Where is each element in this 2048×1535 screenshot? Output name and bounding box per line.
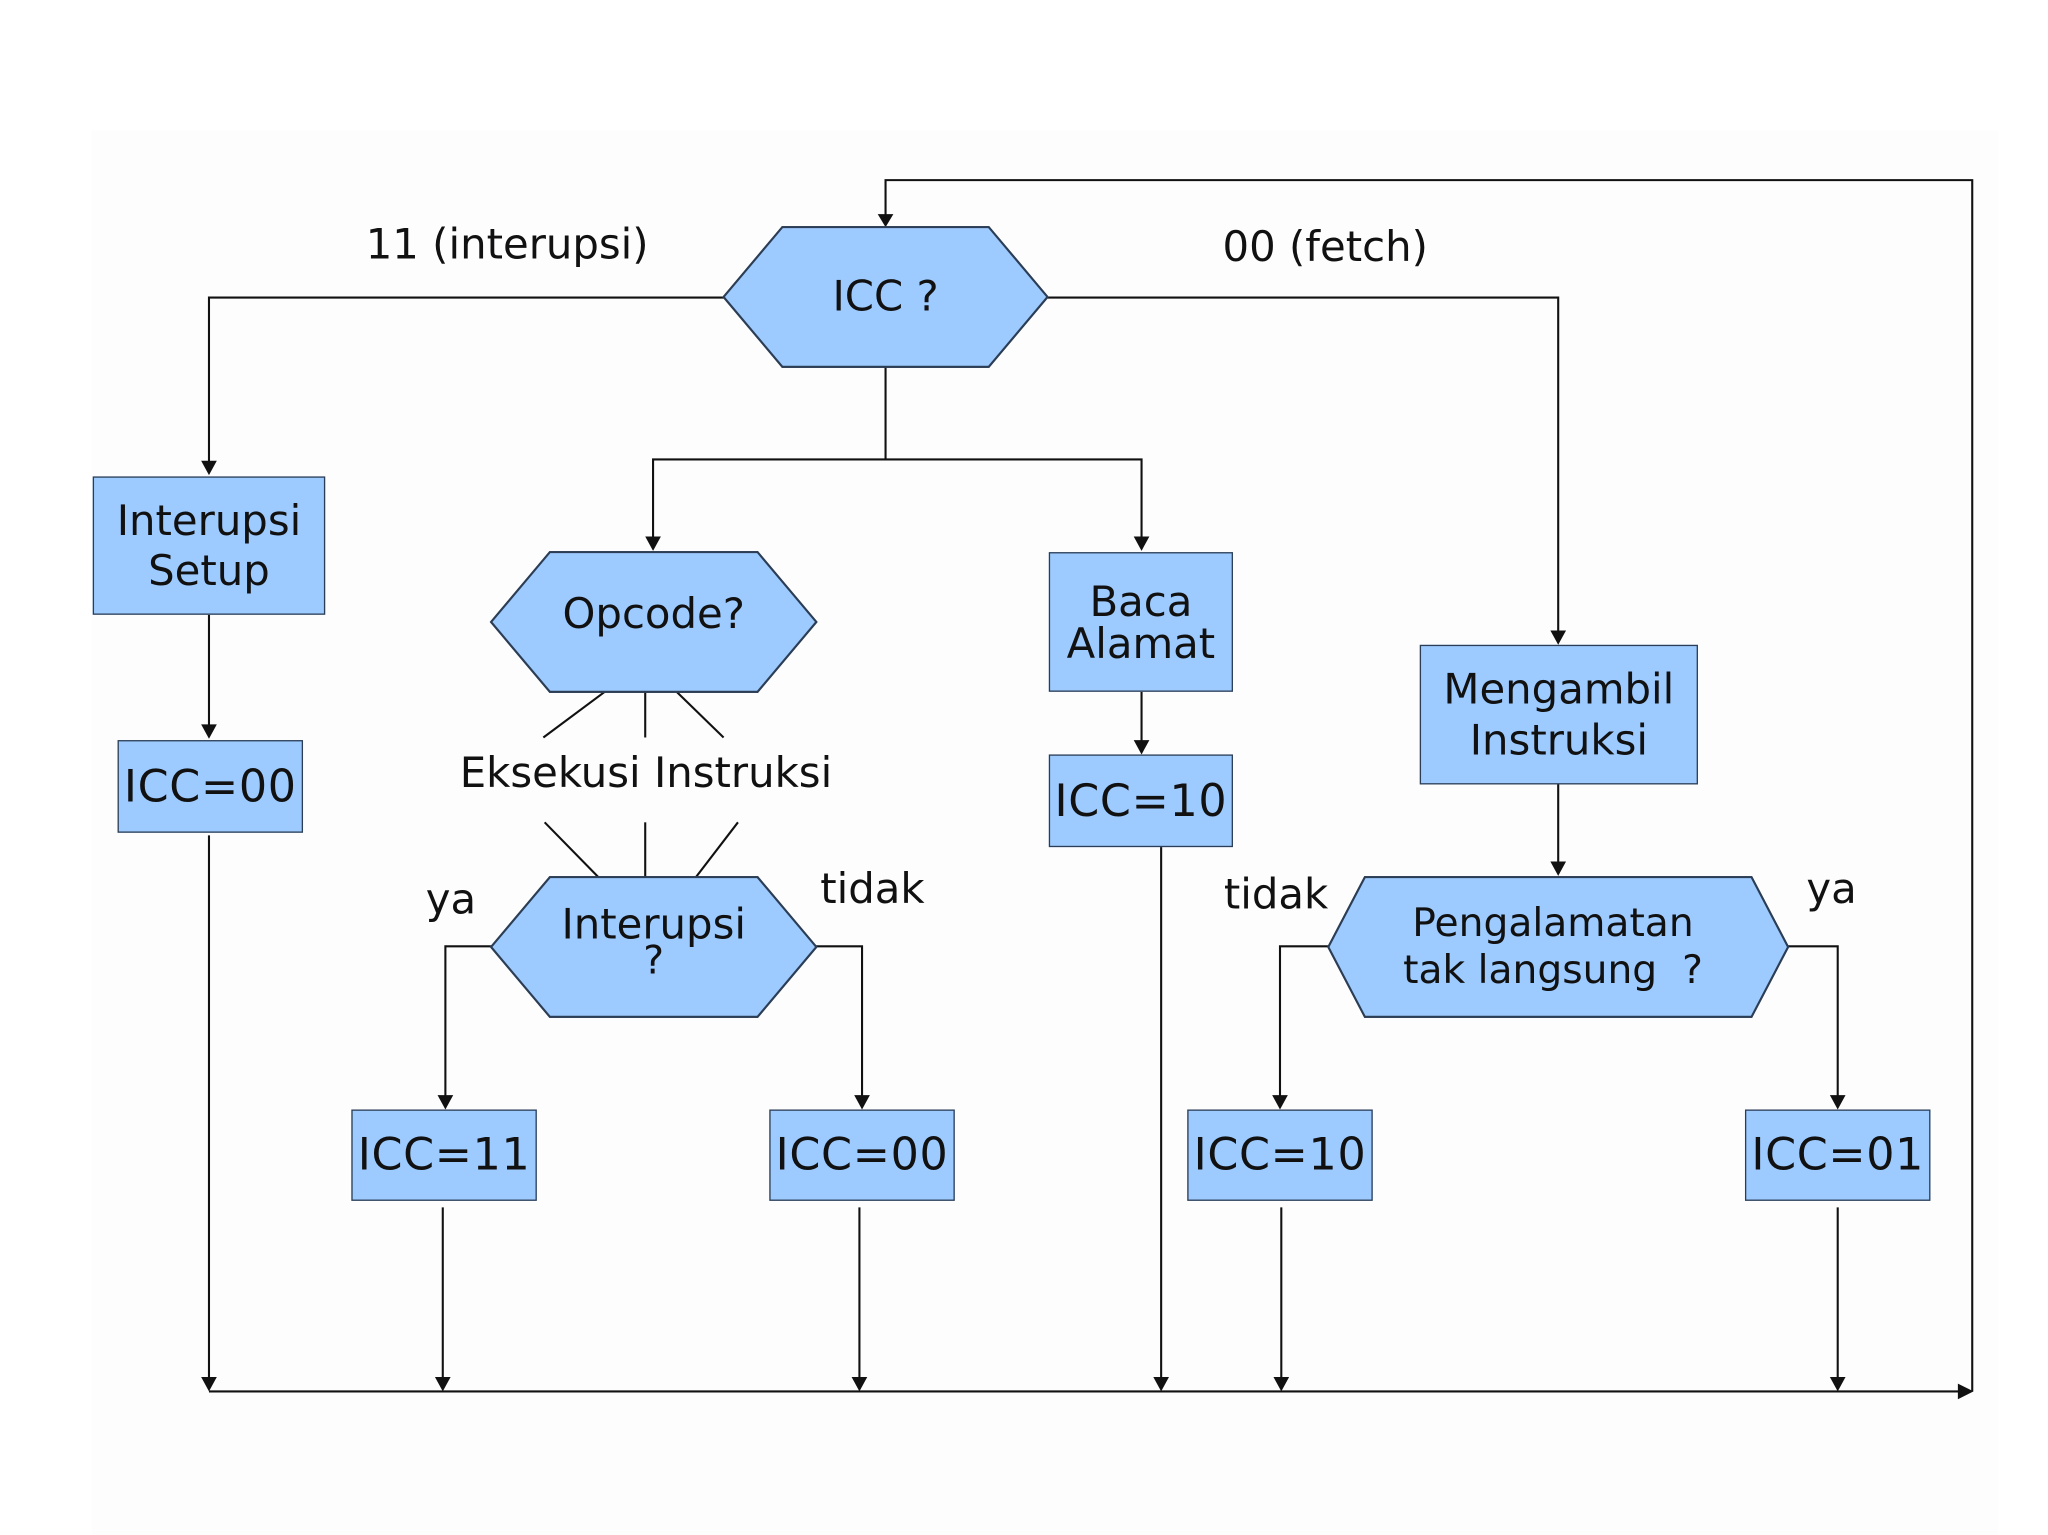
process-icc-10-indirect: ICC=10 <box>1187 1109 1373 1201</box>
process-icc-11-label: ICC=11 <box>357 1129 531 1182</box>
execute-instruction-label: Eksekusi Instruksi <box>459 747 833 798</box>
hexagon-shape <box>489 876 818 1018</box>
connector-indirect-no <box>1278 945 1329 1097</box>
process-read-address: Baca Alamat <box>1048 552 1233 692</box>
arrow-into-icc00-mid <box>854 1095 870 1110</box>
process-interrupt-setup: Interupsi Setup <box>92 476 326 615</box>
arrow-into-opcode <box>645 536 661 551</box>
interrupt-yes-label: ya <box>425 874 477 925</box>
arrow-down <box>434 1377 451 1392</box>
process-interrupt-setup-line2: Setup <box>148 545 270 596</box>
connector-icc-to-setup <box>207 296 725 463</box>
process-icc-00-no-interrupt-label: ICC=00 <box>775 1129 949 1182</box>
arrow-down <box>1153 1377 1169 1392</box>
arrow-into-icc01 <box>1829 1095 1846 1110</box>
decision-icc-label: ICC ? <box>832 271 939 322</box>
opcode-fan-line <box>675 691 725 739</box>
connector-interrupt-no <box>813 945 864 1097</box>
arrow-down <box>1273 1377 1290 1392</box>
process-fetch-instruction-line1: Mengambil <box>1443 664 1675 715</box>
hexagon-shape <box>722 226 1049 368</box>
arrow-into-indirect <box>1550 861 1567 876</box>
connector-split <box>652 458 1143 538</box>
process-read-address-line2: Alamat <box>1066 618 1216 668</box>
decision-indirect-line2: tak langsung ? <box>1403 946 1703 993</box>
connector-icc-to-fetch <box>1046 296 1560 632</box>
arrow-into-icc <box>877 214 894 228</box>
hexagon-shape <box>1327 876 1790 1018</box>
arrow-into-baca <box>1133 536 1150 551</box>
process-read-address-line1: Baca <box>1089 576 1193 626</box>
process-icc-00-interrupt-label: ICC=00 <box>123 760 297 813</box>
process-fetch-instruction: Mengambil Instruksi <box>1419 644 1698 785</box>
decision-icc: ICC ? <box>722 226 1049 368</box>
process-fetch-instruction-line2: Instruksi <box>1469 714 1648 765</box>
indirect-yes-label: ya <box>1806 864 1857 914</box>
execute-fan-line <box>543 821 606 885</box>
process-icc-10-read-label: ICC=10 <box>1054 774 1228 827</box>
indirect-no-label: tidak <box>1223 869 1329 919</box>
execute-fan-line <box>690 821 739 885</box>
decision-indirect-line1: Pengalamatan <box>1412 899 1694 946</box>
arrow-bus-end <box>1957 1383 1974 1400</box>
process-icc-10-read: ICC=10 <box>1048 754 1233 848</box>
diagram-background <box>91 130 1999 1535</box>
arrow-into-icc11 <box>437 1095 454 1110</box>
decision-interrupt-line2: ? <box>643 938 665 985</box>
arrow-down <box>1829 1377 1846 1392</box>
decision-indirect-addressing: Pengalamatan tak langsung ? <box>1327 876 1790 1018</box>
decision-interrupt: Interupsi ? <box>489 876 818 1018</box>
branch-interrupt-label: 11 (interupsi) <box>365 219 649 269</box>
arrow-into-setup <box>201 460 217 476</box>
opcode-fan-line <box>542 690 606 739</box>
branch-fetch-label: 00 (fetch) <box>1222 221 1428 272</box>
process-interrupt-setup-line1: Interupsi <box>116 495 302 546</box>
process-icc-10-indirect-label: ICC=10 <box>1193 1129 1367 1182</box>
arrow-into-fetch <box>1550 630 1567 645</box>
arrow-into-icc10-b <box>1272 1095 1288 1110</box>
interrupt-no-label: tidak <box>820 864 925 914</box>
process-icc-00-interrupt: ICC=00 <box>117 740 304 833</box>
arrow-into-icc10-a <box>1133 740 1150 755</box>
arrow-down <box>851 1377 868 1392</box>
connector-indirect-yes <box>1788 945 1839 1097</box>
arrow-into-icc00-left <box>201 724 217 739</box>
process-icc-01-label: ICC=01 <box>1751 1129 1925 1182</box>
loop-back-line <box>884 179 1974 1392</box>
decision-opcode: Opcode? <box>489 551 818 693</box>
hexagon-shape <box>489 551 818 693</box>
arrow-down <box>201 1377 217 1392</box>
decision-interrupt-line1: Interupsi <box>561 898 746 949</box>
process-icc-00-no-interrupt: ICC=00 <box>769 1109 955 1201</box>
decision-opcode-label: Opcode? <box>562 589 745 639</box>
process-icc-01: ICC=01 <box>1744 1109 1931 1201</box>
connector-interrupt-yes <box>444 945 493 1097</box>
process-icc-11: ICC=11 <box>351 1109 537 1201</box>
